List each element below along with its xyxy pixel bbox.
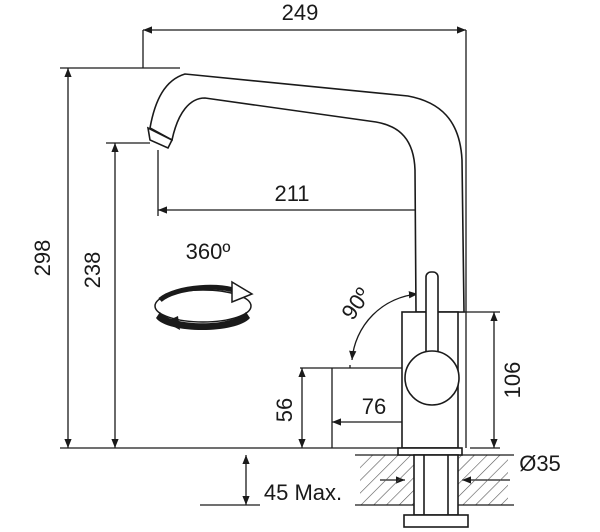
label-spout-height: 238 <box>80 252 105 289</box>
label-countertop-max: 45 Max. <box>264 480 342 505</box>
handle-knob <box>404 350 460 406</box>
label-hole-diameter: Ø35 <box>519 451 561 476</box>
rotation-arrow-icon <box>154 280 254 330</box>
label-handle-offset: 76 <box>362 394 386 419</box>
label-body-height: 106 <box>500 362 525 399</box>
label-rotation: 360º <box>186 239 231 264</box>
lever-angle-arc <box>349 291 419 361</box>
shank <box>413 454 459 516</box>
spout-tip <box>146 126 174 150</box>
label-overall-height: 298 <box>30 240 55 277</box>
mounting-nut <box>403 514 469 528</box>
label-handle-height: 56 <box>272 398 297 422</box>
lever <box>425 271 439 363</box>
label-reach: 211 <box>274 181 309 206</box>
base-plate <box>397 447 463 456</box>
label-overall-width: 249 <box>282 0 319 25</box>
faucet <box>146 73 469 528</box>
